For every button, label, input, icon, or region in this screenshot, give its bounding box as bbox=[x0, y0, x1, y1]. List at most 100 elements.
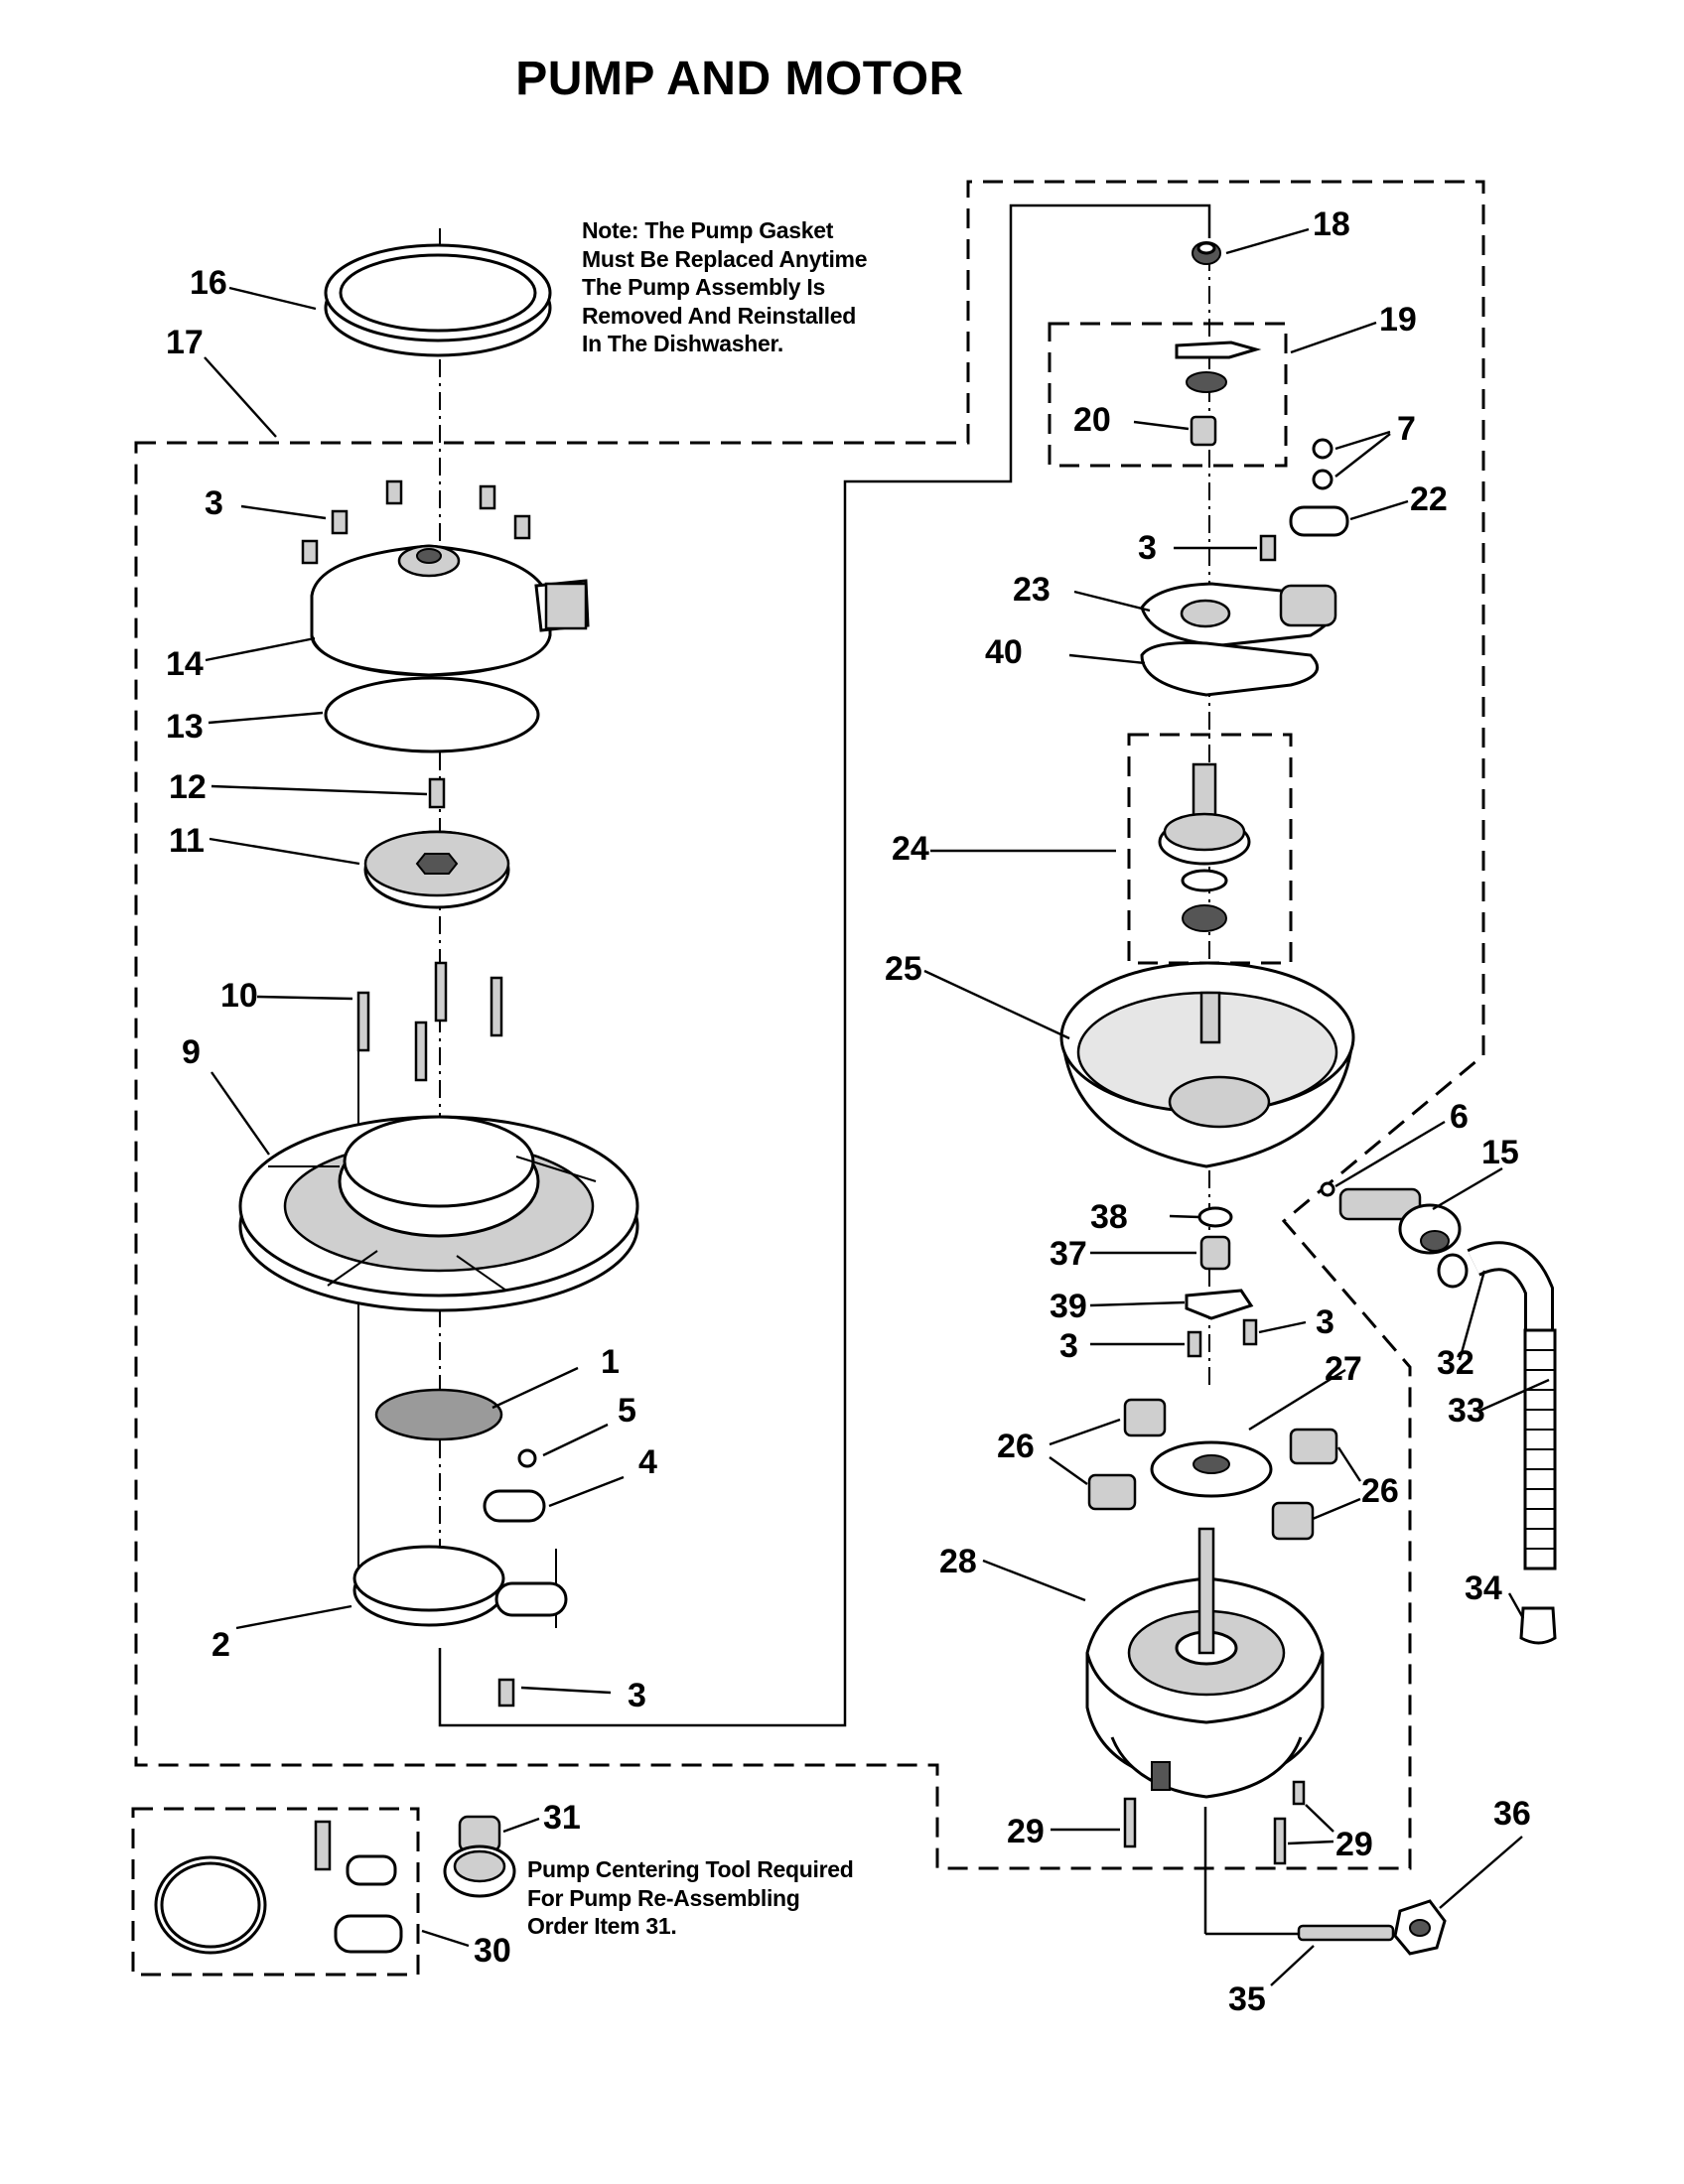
screw-29-a bbox=[1123, 1797, 1137, 1848]
gasket-40 bbox=[1140, 641, 1320, 697]
callout-32: 32 bbox=[1437, 1344, 1474, 1382]
callout-26: 26 bbox=[1361, 1472, 1399, 1510]
isolator-group-26 bbox=[1087, 1398, 1338, 1541]
callout-7: 7 bbox=[1397, 410, 1416, 448]
drain-valve-15 bbox=[1338, 1187, 1462, 1255]
callout-33: 33 bbox=[1448, 1392, 1485, 1430]
pump-assembly-boundary-17 bbox=[134, 180, 1485, 1870]
callout-29: 29 bbox=[1007, 1813, 1045, 1850]
motor-mount-25 bbox=[1059, 961, 1355, 1168]
screw-3-right-a bbox=[1187, 1330, 1202, 1358]
note-line: Must Be Replaced Anytime bbox=[582, 245, 868, 272]
clip-19 bbox=[1175, 341, 1262, 393]
kit-boundary-30 bbox=[131, 1807, 420, 1977]
callout-15: 15 bbox=[1481, 1134, 1519, 1171]
callout-4: 4 bbox=[638, 1443, 657, 1481]
callout-16: 16 bbox=[190, 264, 227, 302]
plate-39 bbox=[1185, 1289, 1254, 1320]
note-line: Note: The Pump Gasket bbox=[582, 217, 834, 243]
callout-3: 3 bbox=[628, 1677, 646, 1714]
chopper-housing-2 bbox=[352, 1545, 568, 1627]
screw-3-bottom bbox=[497, 1678, 515, 1707]
o-ring-38 bbox=[1197, 1206, 1233, 1228]
ball-7b bbox=[1312, 469, 1333, 490]
bolt-12 bbox=[428, 777, 446, 809]
callout-26: 26 bbox=[997, 1428, 1035, 1465]
sub-assembly-boundary-19 bbox=[1048, 322, 1288, 468]
pump-gasket-ring-16 bbox=[324, 243, 552, 357]
filter-screen-1 bbox=[374, 1388, 503, 1441]
impeller-11 bbox=[363, 830, 510, 909]
cap-34 bbox=[1519, 1606, 1557, 1645]
fan-27 bbox=[1150, 1440, 1273, 1498]
centering-tool-note: Pump Centering Tool Required For Pump Re… bbox=[527, 1855, 854, 1941]
callout-1: 1 bbox=[601, 1343, 620, 1381]
pump-housing-14 bbox=[310, 544, 590, 677]
callout-14: 14 bbox=[166, 645, 204, 683]
rod-35 bbox=[1297, 1924, 1395, 1942]
screw-29-c bbox=[1273, 1817, 1287, 1865]
callout-20: 20 bbox=[1073, 401, 1111, 439]
plate-23 bbox=[1140, 582, 1337, 647]
screw-3-right-top bbox=[1259, 534, 1277, 562]
callout-2: 2 bbox=[211, 1626, 230, 1664]
bushing-20 bbox=[1190, 415, 1217, 447]
callout-29: 29 bbox=[1335, 1826, 1373, 1863]
callout-3: 3 bbox=[1316, 1303, 1334, 1341]
shaft-outline-left bbox=[438, 204, 1211, 1727]
note-line: Pump Centering Tool Required bbox=[527, 1856, 854, 1882]
callout-40: 40 bbox=[985, 633, 1023, 671]
ball-5 bbox=[517, 1448, 537, 1468]
motor-28 bbox=[1085, 1527, 1325, 1799]
ball-6 bbox=[1320, 1181, 1335, 1197]
callout-38: 38 bbox=[1090, 1198, 1128, 1236]
screw-group-10 bbox=[356, 961, 503, 1082]
callout-3: 3 bbox=[1059, 1327, 1078, 1365]
callout-25: 25 bbox=[885, 950, 922, 988]
kit-contents-30 bbox=[154, 1820, 403, 1955]
seal-37 bbox=[1199, 1235, 1231, 1271]
callout-18: 18 bbox=[1313, 205, 1350, 243]
bearing-18 bbox=[1192, 241, 1221, 265]
callout-36: 36 bbox=[1493, 1795, 1531, 1833]
callout-17: 17 bbox=[166, 324, 204, 361]
ball-7a bbox=[1312, 438, 1333, 460]
clamp-32 bbox=[1437, 1253, 1469, 1289]
callout-12: 12 bbox=[169, 768, 207, 806]
note-line: Removed And Reinstalled bbox=[582, 302, 856, 329]
pump-base-9 bbox=[238, 1115, 639, 1312]
callout-35: 35 bbox=[1228, 1980, 1266, 2018]
callout-22: 22 bbox=[1410, 480, 1448, 518]
note-line: The Pump Assembly Is bbox=[582, 274, 825, 300]
knob-36 bbox=[1393, 1899, 1447, 1956]
callout-3: 3 bbox=[205, 484, 223, 522]
o-ring-13 bbox=[324, 676, 540, 753]
callout-5: 5 bbox=[618, 1392, 636, 1430]
screw-group-3 bbox=[301, 479, 531, 565]
callout-39: 39 bbox=[1050, 1288, 1087, 1325]
gasket-4 bbox=[483, 1489, 546, 1523]
pump-gasket-note: Note: The Pump Gasket Must Be Replaced A… bbox=[582, 216, 867, 358]
callout-6: 6 bbox=[1450, 1098, 1469, 1136]
screw-3-right-b bbox=[1242, 1318, 1258, 1346]
callout-28: 28 bbox=[939, 1543, 977, 1580]
drain-hose-33 bbox=[1467, 1241, 1557, 1570]
callout-9: 9 bbox=[182, 1033, 201, 1071]
page-title: PUMP AND MOTOR bbox=[515, 53, 964, 105]
callout-labels: 16 17 3 14 13 12 11 10 9 1 5 4 2 3 31 30… bbox=[166, 205, 1531, 2018]
leader-lines bbox=[204, 227, 1550, 1986]
callout-24: 24 bbox=[892, 830, 929, 868]
callout-19: 19 bbox=[1379, 301, 1417, 339]
centering-tool-31 bbox=[443, 1815, 516, 1898]
callout-34: 34 bbox=[1465, 1570, 1502, 1607]
callout-31: 31 bbox=[543, 1799, 581, 1837]
note-line: Order Item 31. bbox=[527, 1913, 677, 1939]
callout-3: 3 bbox=[1138, 529, 1157, 567]
callout-27: 27 bbox=[1325, 1350, 1362, 1388]
callout-13: 13 bbox=[166, 708, 204, 746]
callout-30: 30 bbox=[474, 1932, 511, 1970]
note-line: For Pump Re-Assembling bbox=[527, 1884, 800, 1911]
note-line: In The Dishwasher. bbox=[582, 331, 783, 356]
